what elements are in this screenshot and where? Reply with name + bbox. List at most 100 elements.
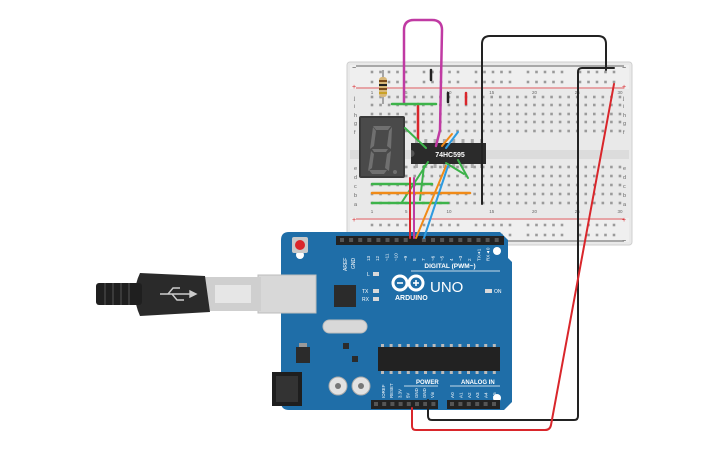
- bb-hole: [456, 112, 459, 116]
- wire-black-top-loop[interactable]: [481, 35, 607, 205]
- bb-hole: [524, 120, 528, 124]
- bb-hole: [387, 103, 391, 107]
- bb-hole: [593, 112, 596, 116]
- mcu-pin: [484, 344, 488, 347]
- bb-hole: [567, 103, 570, 107]
- bb-hole: [447, 120, 451, 124]
- rail-minus-label-tl: −: [352, 65, 356, 72]
- bb-hole: [387, 95, 391, 99]
- bb-hole: [430, 174, 434, 178]
- row-letter-left: e: [354, 166, 357, 172]
- bb-hole: [473, 192, 476, 196]
- bb-hole: [584, 165, 588, 169]
- wire-magenta[interactable]: [402, 18, 444, 148]
- bb-hole: [370, 95, 374, 99]
- wire-green-8[interactable]: [419, 165, 425, 201]
- chip-pin: [424, 139, 428, 143]
- rail-hole: [396, 80, 399, 84]
- rail-hole: [500, 80, 503, 84]
- rail-hole: [483, 223, 486, 227]
- bb-hole: [601, 120, 605, 124]
- rail-hole: [543, 70, 547, 74]
- wire-blue-1[interactable]: [445, 131, 459, 149]
- bb-hole: [490, 183, 493, 187]
- usb-cable[interactable]: [96, 273, 317, 316]
- column-number-top: 1: [371, 90, 374, 95]
- wire-red-5v-long[interactable]: [411, 83, 615, 431]
- bb-hole: [379, 95, 382, 99]
- bb-hole: [593, 165, 596, 169]
- mcu-pin: [484, 371, 488, 374]
- bb-hole: [516, 120, 519, 124]
- chip-label: 74HC595: [435, 152, 465, 159]
- rail-hole: [560, 80, 564, 84]
- wire-orange-2[interactable]: [441, 133, 453, 147]
- bb-hole: [550, 103, 553, 107]
- rail-hole: [543, 233, 547, 237]
- header-hole: [483, 402, 488, 406]
- bb-hole: [541, 95, 545, 99]
- resistor-band-2: [379, 84, 387, 86]
- bb-hole: [507, 165, 511, 169]
- wire-black-gnd-long[interactable]: [427, 67, 615, 421]
- wire-orange-to-arduino[interactable]: [415, 165, 447, 239]
- bb-hole: [516, 103, 519, 107]
- shift-register-chip[interactable]: 74HC595: [411, 139, 486, 168]
- column-number-top: 10: [446, 90, 452, 95]
- bb-hole: [601, 129, 605, 133]
- rail-hole: [535, 223, 538, 227]
- header-hole: [458, 238, 463, 242]
- arduino-logo: [391, 274, 425, 292]
- power-jack-inner: [276, 376, 298, 402]
- rail-hole: [483, 80, 486, 84]
- bb-hole: [473, 129, 476, 133]
- bb-hole: [533, 174, 536, 178]
- chip-pin: [461, 164, 465, 168]
- seven-segment-display[interactable]: [359, 116, 405, 178]
- bb-hole: [447, 183, 451, 187]
- bb-hole: [498, 112, 502, 116]
- wire-green-6[interactable]: [445, 162, 465, 175]
- bb-hole: [516, 165, 519, 169]
- bb-hole: [473, 174, 476, 178]
- bb-hole: [618, 95, 622, 99]
- bb-hole: [404, 112, 408, 116]
- header-hole: [475, 402, 480, 406]
- bb-hole: [413, 165, 417, 169]
- wire-green-2[interactable]: [404, 127, 427, 149]
- rail-hole: [543, 223, 547, 227]
- display-segments: [368, 126, 397, 174]
- logo-ring-right: [407, 274, 425, 292]
- bb-hole: [447, 129, 451, 133]
- bb-hole: [593, 201, 596, 205]
- bb-hole: [413, 129, 417, 133]
- bb-hole: [541, 112, 545, 116]
- bb-hole: [567, 174, 570, 178]
- wire-green-7[interactable]: [457, 159, 469, 179]
- wire-blue-to-arduino[interactable]: [423, 165, 449, 239]
- header-hole: [390, 402, 395, 406]
- bb-hole: [533, 183, 536, 187]
- bb-hole: [584, 103, 588, 107]
- reset-button-cap[interactable]: [295, 240, 305, 250]
- bb-hole: [610, 201, 613, 205]
- bb-hole: [498, 174, 502, 178]
- bb-hole: [610, 103, 613, 107]
- rail-hole: [587, 80, 590, 84]
- bb-hole: [490, 95, 493, 99]
- bb-hole: [404, 165, 408, 169]
- bb-hole: [567, 183, 570, 187]
- resistor[interactable]: [379, 70, 387, 104]
- bb-hole: [593, 103, 596, 107]
- rail-hole: [387, 80, 391, 84]
- usb-controller-chip: [334, 285, 356, 307]
- digital-pin-label: 8: [412, 258, 417, 261]
- usb-cable-strain-relief: [96, 283, 142, 305]
- rail-minus-label-br: −: [622, 238, 626, 245]
- bb-hole: [533, 103, 536, 107]
- bb-hole: [404, 120, 408, 124]
- header-hole: [398, 402, 403, 406]
- rail-hole: [578, 223, 582, 227]
